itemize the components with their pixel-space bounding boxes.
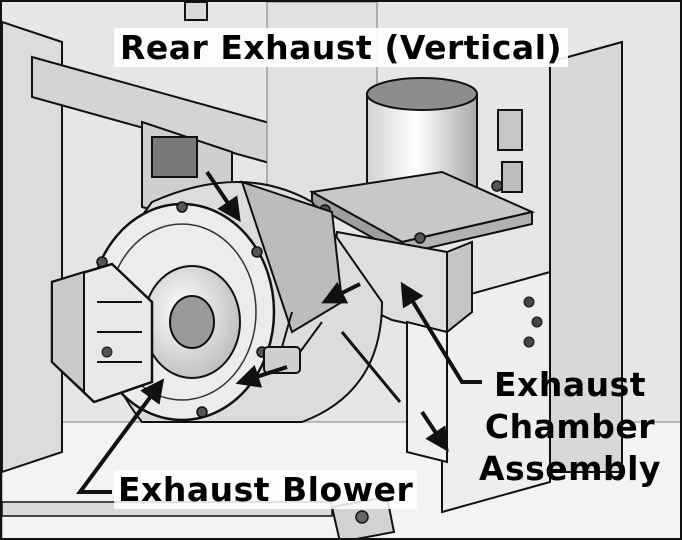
exhaust-blower-label: Exhaust Blower [114, 470, 418, 509]
left-top-frame [184, 2, 208, 21]
chamber-label-line-3: Assembly [478, 449, 662, 488]
diagram-title: Rear Exhaust (Vertical) [114, 28, 569, 67]
chamber-label-line-2: Chamber [484, 407, 656, 446]
right-connectors [497, 109, 543, 348]
upper-opening [151, 136, 198, 178]
chamber-label-line-1: Exhaust [494, 365, 646, 404]
exhaust-chamber-assembly-label: Exhaust Chamber Assembly [470, 364, 670, 490]
callout-leaders [76, 281, 482, 494]
blower-motor [50, 262, 241, 404]
pressure-switch [263, 311, 323, 374]
floor-bolt [355, 510, 369, 524]
chamber-side [446, 240, 473, 335]
airflow-arrows [205, 170, 449, 452]
sensor-probe [340, 331, 402, 403]
left-side-panel [2, 20, 63, 474]
